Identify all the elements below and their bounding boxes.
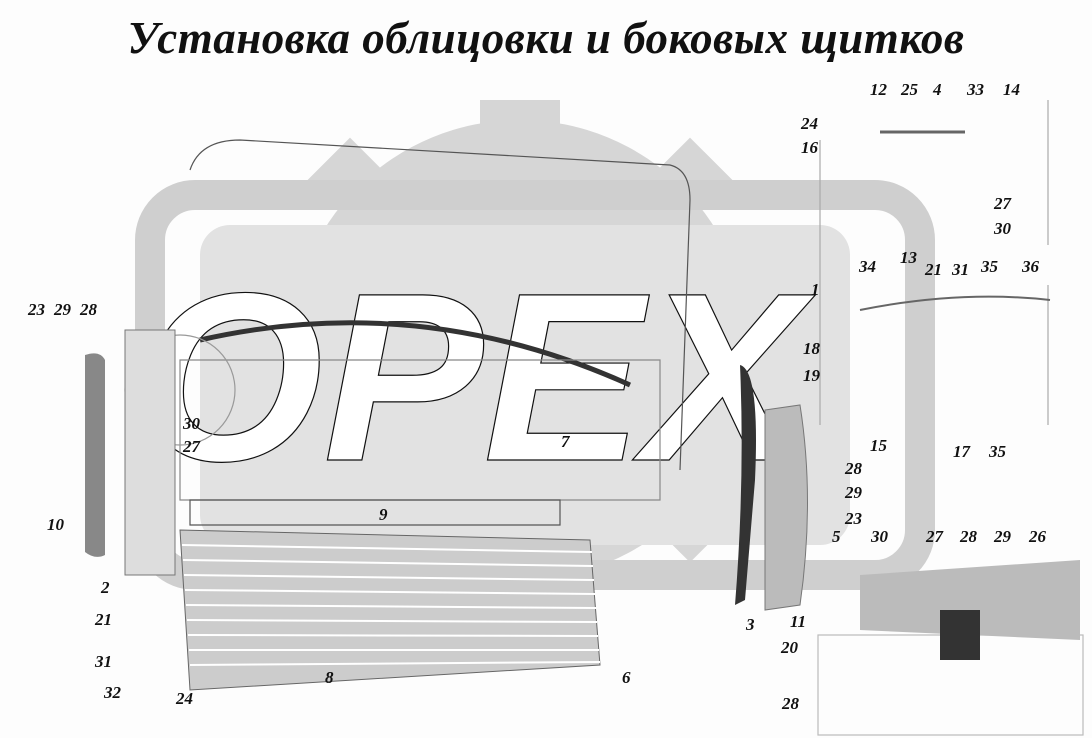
- callout: 24: [801, 114, 818, 133]
- callout: 23: [845, 509, 862, 528]
- callout: 27: [183, 437, 200, 456]
- side-panel-right: [735, 365, 808, 611]
- callout: 20: [781, 638, 798, 657]
- detail-inset: [860, 560, 1080, 640]
- callout: 29: [54, 300, 71, 319]
- callout: 35: [989, 442, 1006, 461]
- callout: 23: [28, 300, 45, 319]
- callout: 12: [870, 80, 887, 99]
- callout: 11: [790, 612, 807, 631]
- callout: 17: [953, 442, 970, 461]
- diagram-title: Установка облицовки и боковых щитков: [127, 13, 965, 63]
- callout: 30: [994, 219, 1011, 238]
- callout: 3: [746, 615, 755, 634]
- callout: 16: [801, 138, 818, 157]
- callout: 28: [960, 527, 977, 546]
- callout: 32: [104, 683, 121, 702]
- callout: 27: [994, 194, 1011, 213]
- callout: 29: [994, 527, 1011, 546]
- callout: 21: [925, 260, 942, 279]
- callout: 5: [832, 527, 841, 546]
- callout: 27: [926, 527, 943, 546]
- callout: 28: [845, 459, 862, 478]
- callout: 34: [859, 257, 876, 276]
- callout: 4: [933, 80, 942, 99]
- callout: 21: [95, 610, 112, 629]
- callout: 8: [325, 668, 334, 687]
- callout: 10: [47, 515, 64, 534]
- callout: 24: [176, 689, 193, 708]
- watermark-text: OPEX: [137, 243, 817, 511]
- side-panel-left: [85, 329, 176, 576]
- callout: 7: [561, 432, 570, 451]
- callout: 35: [981, 257, 998, 276]
- callout: 6: [622, 668, 631, 687]
- callout: 19: [803, 366, 820, 385]
- callout: 31: [952, 260, 969, 279]
- callout: 9: [379, 505, 388, 524]
- callout: 26: [1029, 527, 1046, 546]
- callout: 28: [80, 300, 97, 319]
- callout: 15: [870, 436, 887, 455]
- callout: 2: [101, 578, 110, 597]
- callout: 13: [900, 248, 917, 267]
- callout: 28: [782, 694, 799, 713]
- callout: 30: [183, 414, 200, 433]
- callout: 33: [967, 80, 984, 99]
- callout: 14: [1003, 80, 1020, 99]
- radiator-grille: [179, 529, 601, 691]
- callout: 1: [811, 280, 820, 299]
- callout: 30: [871, 527, 888, 546]
- callout: 31: [95, 652, 112, 671]
- callout: 18: [803, 339, 820, 358]
- callout: 25: [901, 80, 918, 99]
- callout: 29: [845, 483, 862, 502]
- callout: 36: [1022, 257, 1039, 276]
